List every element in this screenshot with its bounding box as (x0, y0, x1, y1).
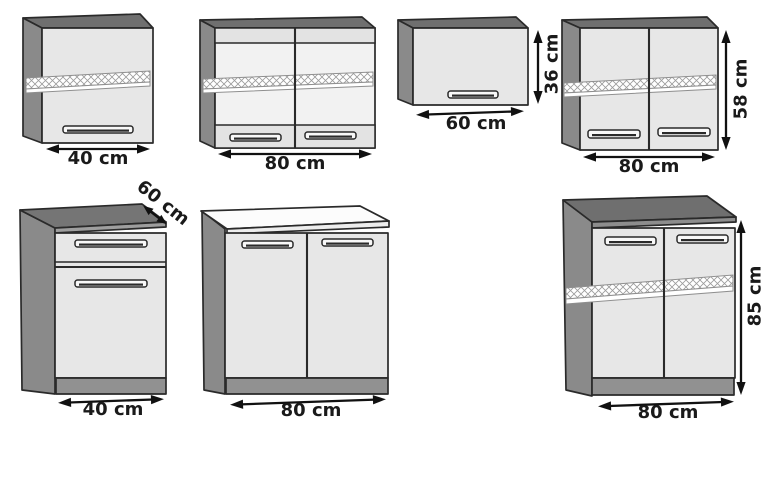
side-panel (19, 209, 56, 395)
width-arrow (416, 106, 524, 120)
right-door-handle (304, 131, 357, 140)
width-label: 80 cm (638, 402, 699, 423)
height-label: 36 cm (542, 34, 563, 95)
shelf-front-edge (563, 84, 717, 98)
width-arrow (218, 149, 372, 159)
left-door-handle (241, 240, 294, 249)
cabinet-wall-40: 40 cm (22, 13, 154, 169)
left-door-handle (229, 133, 282, 142)
shelf-front-edge (25, 81, 151, 94)
width-label: 40 cm (83, 399, 144, 420)
cabinet-base-40: 60 cm 40 cm (19, 176, 193, 420)
door-handle (74, 279, 148, 288)
shelf-front-edge (202, 81, 374, 94)
top-face (397, 16, 529, 29)
width-arrow (598, 397, 734, 411)
drawer-handle (74, 239, 148, 248)
width-label: 80 cm (619, 156, 680, 177)
width-label: 40 cm (68, 148, 129, 169)
height-arrow (736, 220, 746, 395)
width-label: 80 cm (281, 400, 342, 421)
right-door-handle (676, 234, 729, 244)
plinth (591, 377, 735, 396)
door-handle (447, 90, 499, 99)
shelf-front-edge (565, 285, 734, 305)
cabinet-wall-60: 60 cm 36 cm (397, 16, 563, 134)
left-door-handle (587, 129, 641, 139)
width-arrow (58, 395, 164, 407)
front (54, 232, 167, 379)
side-panel (201, 210, 226, 395)
height-label: 85 cm (745, 266, 766, 327)
countertop-edge (54, 221, 167, 234)
cabinet-base-80-shelf: 80 cm 85 cm (562, 195, 766, 423)
depth-arrow (143, 205, 167, 225)
height-arrow (533, 30, 543, 104)
door-handle (62, 125, 134, 134)
plinth (55, 377, 167, 395)
top-face (561, 16, 719, 29)
height-arrow (721, 30, 731, 150)
right-door-handle (321, 238, 374, 247)
top-face (22, 13, 154, 29)
top-face (199, 16, 376, 29)
left-door-handle (604, 236, 657, 246)
width-arrow (583, 152, 715, 162)
width-label: 80 cm (265, 153, 326, 174)
side-panel (397, 19, 414, 106)
width-arrow (230, 395, 386, 409)
countertop-edge (591, 216, 737, 229)
height-label: 58 cm (731, 59, 752, 120)
cabinet-base-80: 80 cm (200, 205, 390, 421)
plinth (225, 377, 389, 395)
cabinet-wall-80-glass: 80 cm (199, 16, 376, 174)
right-door-handle (657, 127, 711, 137)
width-arrow (46, 144, 150, 154)
cabinet-wall-80: 80 cm 58 cm (561, 16, 752, 177)
width-label: 60 cm (446, 113, 507, 134)
